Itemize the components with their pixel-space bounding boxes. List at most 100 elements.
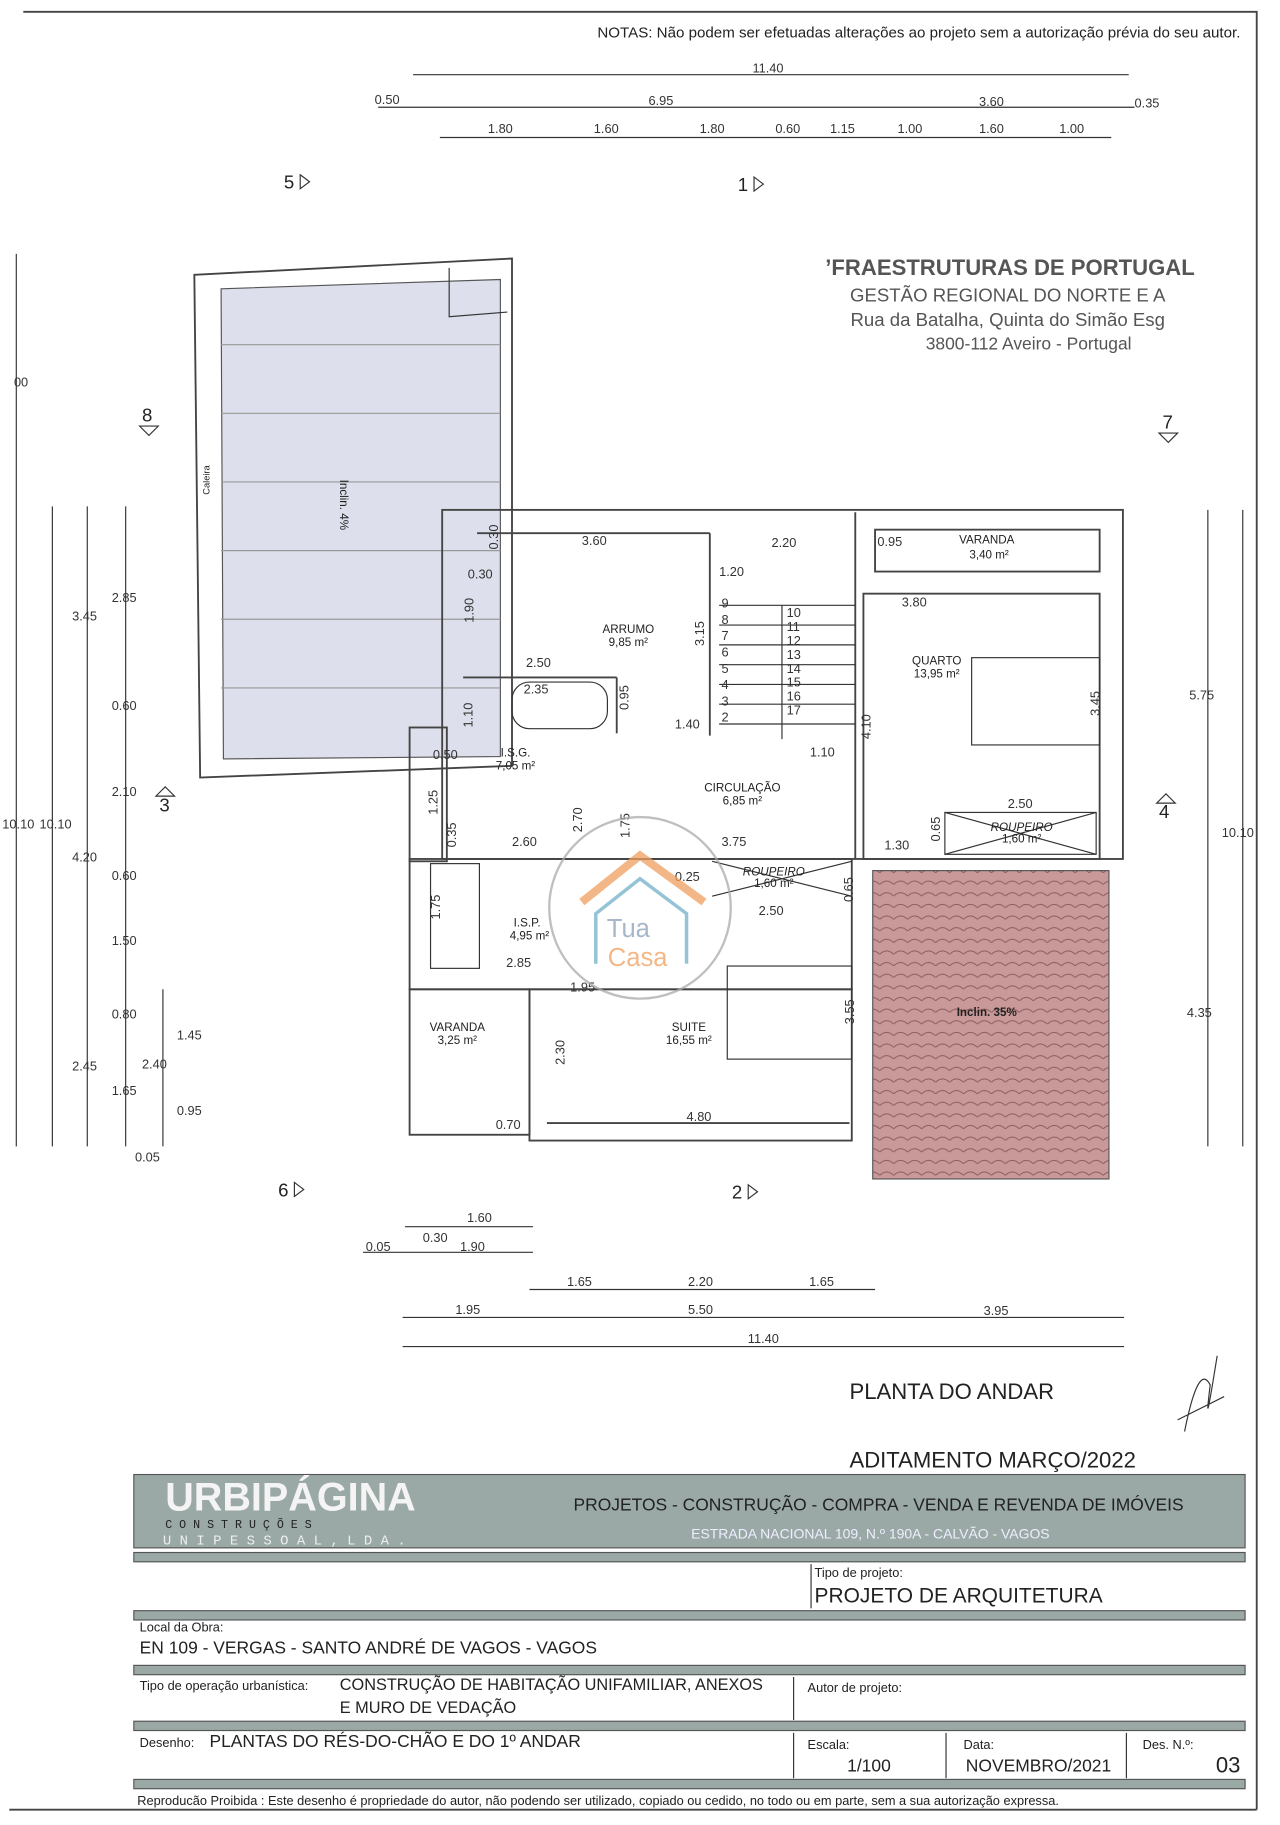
dim-label: 4.20 — [72, 849, 97, 864]
dim-label: 3.60 — [979, 94, 1004, 109]
dim-label: 1.10 — [460, 703, 475, 728]
room-area: 3,40 m² — [969, 549, 1009, 562]
gutter-label: Caleira — [201, 464, 211, 494]
operation-label: Tipo de operação urbanística: — [140, 1678, 309, 1693]
dim-label: 0.05 — [135, 1150, 160, 1165]
dim-label: 0.30 — [468, 567, 493, 582]
dim-label: 1.80 — [700, 121, 725, 136]
scale-value: 1/100 — [847, 1755, 891, 1775]
dim-label: 2.85 — [112, 590, 137, 605]
dim-label: 1.15 — [830, 121, 855, 136]
room-name: QUARTO — [912, 655, 961, 668]
stair-step-number: 4 — [721, 677, 728, 692]
watermark-text: Tua — [607, 915, 651, 943]
room-area: 4,95 m² — [510, 929, 550, 942]
dim-label: 2.50 — [1008, 796, 1033, 811]
logo-subtitle: C O N S T R U Ç Õ E S — [165, 1519, 312, 1532]
stair-step-number: 17 — [787, 703, 801, 718]
room-area: 6,85 m² — [723, 794, 763, 807]
dim-label: 0.60 — [112, 868, 137, 883]
dim-label: 2.20 — [771, 535, 796, 550]
roof-tiles — [872, 870, 1110, 1180]
stair-step-number: 9 — [721, 596, 728, 611]
dim-label: 5.50 — [688, 1302, 713, 1317]
room-area: 9,85 m² — [609, 636, 649, 649]
dim-label: 2.10 — [112, 784, 137, 799]
dim-label: 0.25 — [675, 869, 700, 884]
dim-label: 5.75 — [1189, 688, 1214, 703]
date-value: NOVEMBRO/2021 — [966, 1755, 1111, 1775]
dim-label: 2.70 — [570, 807, 585, 832]
dim-label: 10.10 — [1222, 825, 1254, 840]
dim-label: 1.20 — [719, 564, 744, 579]
dim-label: 3.45 — [1088, 691, 1103, 716]
dim-label: 3.15 — [692, 621, 707, 646]
dim-label: 1.30 — [884, 838, 909, 853]
dim-label: 1.00 — [1059, 121, 1084, 136]
dim-label: 1.25 — [426, 790, 441, 815]
room-area: 1,60 m² — [1002, 833, 1042, 846]
drawing-value: PLANTAS DO RÉS-DO-CHÃO E DO 1º ANDAR — [209, 1730, 580, 1751]
title-block: URBIPÁGINA C O N S T R U Ç Õ E S U N I P… — [9, 1473, 1257, 1811]
signature — [1177, 1355, 1225, 1432]
section-mark: 6 — [278, 1179, 288, 1200]
scale-label: Escala: — [808, 1737, 850, 1752]
room-name: VARANDA — [430, 1021, 486, 1034]
section-marks: 5 1 8 7 3 4 6 2 — [138, 172, 1180, 1203]
dim-label: 1.10 — [810, 745, 835, 760]
stamp-line: 3800-112 Aveiro - Portugal — [926, 333, 1132, 353]
dim-label: 0.70 — [496, 1117, 521, 1132]
dim-label: 0.65 — [841, 877, 856, 902]
left-dimensions: 3.452.850.602.104.200.601.500.802.451.65… — [2, 253, 202, 1165]
section-mark: 3 — [159, 794, 169, 815]
section-mark: 8 — [142, 404, 152, 425]
top-dimensions: 11.40 0.50 6.95 3.60 0.35 1.80 1.60 1.80… — [375, 60, 1159, 139]
stair-step-number: 16 — [787, 689, 801, 704]
room-area: 7,05 m² — [496, 759, 536, 772]
dim-label: 10.10 — [40, 817, 72, 832]
operation-value: E MURO DE VEDAÇÃO — [340, 1697, 516, 1717]
date-label: Data: — [963, 1737, 994, 1752]
dim-label: 2.40 — [142, 1056, 167, 1071]
dim-label: 4.35 — [1187, 1005, 1212, 1020]
dim-label: 11.40 — [752, 60, 783, 75]
room-name: ROUPEIRO — [743, 865, 805, 878]
drawing-label: Desenho: — [140, 1735, 195, 1750]
dim-label: 1.60 — [594, 121, 619, 136]
dim-label: 0.60 — [775, 121, 800, 136]
stair-step-number: 14 — [787, 661, 801, 676]
dim-label: 6.95 — [649, 93, 674, 108]
stair-step-number: 11 — [787, 619, 800, 634]
dim-label: 4.80 — [687, 1109, 712, 1124]
stamp-line: Rua da Batalha, Quinta do Simão Esg — [850, 309, 1165, 330]
dim-label: 1.50 — [112, 933, 137, 948]
dim-label: 0.50 — [433, 747, 458, 762]
room-labels: ARRUMO 9,85 m² I.S.G. 7,05 m² CIRCULAÇÃO… — [430, 534, 1053, 1047]
roof-slope-label: Inclin. 35% — [957, 1006, 1018, 1019]
dim-label: 2.20 — [688, 1274, 713, 1289]
room-name: ROUPEIRO — [991, 821, 1053, 834]
dim-label: 0.65 — [928, 817, 943, 842]
section-mark: 4 — [1159, 801, 1169, 822]
section-mark: 7 — [1162, 411, 1172, 432]
dim-label: 2.85 — [506, 955, 531, 970]
dim-label: 1.60 — [467, 1210, 492, 1225]
notes-text: NOTAS: Não podem ser efetuadas alteraçõe… — [597, 24, 1240, 41]
dim-label: 0.35 — [444, 822, 459, 847]
dim-label: 1.80 — [488, 121, 513, 136]
company-logo: URBIPÁGINA — [165, 1476, 415, 1520]
stair-step-number: 12 — [787, 633, 801, 648]
dim-label: 3.60 — [582, 533, 607, 548]
tua-casa-watermark: Tua Casa — [548, 815, 732, 1000]
dim-label: 0.60 — [112, 698, 137, 713]
dim-label: 0.30 — [486, 525, 501, 550]
dim-label: 1.60 — [979, 121, 1004, 136]
dim-label: 10.10 — [2, 817, 34, 832]
dim-label: 1.45 — [177, 1027, 202, 1042]
stamp: ’FRAESTRUTURAS DE PORTUGAL GESTÃO REGION… — [825, 255, 1194, 353]
stair-step-number: 8 — [721, 612, 728, 627]
dim-label: 0.95 — [877, 534, 902, 549]
dim-label: 2.50 — [526, 655, 551, 670]
